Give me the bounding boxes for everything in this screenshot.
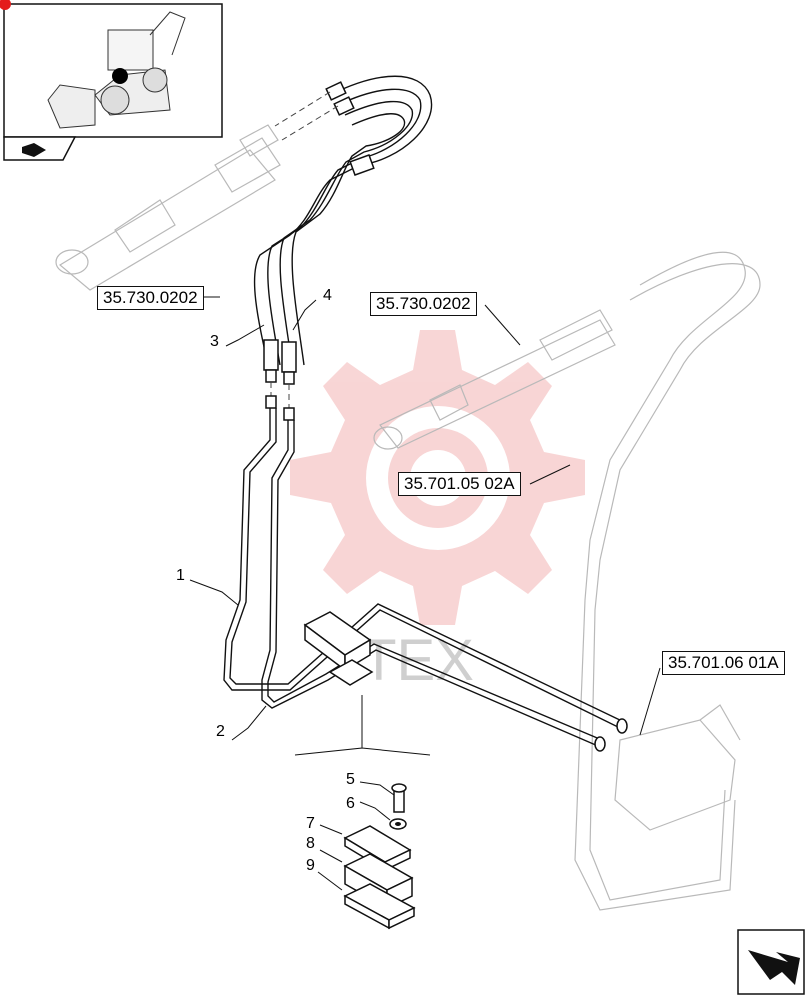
hose-assembly bbox=[253, 75, 433, 408]
arrow-next-icon[interactable] bbox=[737, 929, 805, 995]
ref-cylinder-right-box[interactable]: 35.730.0202 bbox=[370, 292, 477, 316]
washer-hole bbox=[395, 822, 401, 826]
ref-cylinder-left-box[interactable]: 35.730.0202 bbox=[97, 286, 204, 310]
callout-2: 2 bbox=[216, 723, 225, 740]
callout-7: 7 bbox=[306, 815, 315, 832]
exploded-view-bracket bbox=[294, 695, 431, 756]
callout-3: 3 bbox=[210, 333, 219, 350]
callout-5: 5 bbox=[346, 771, 355, 788]
bolt-part bbox=[391, 783, 407, 813]
ref-pipes-box[interactable]: 35.701.05 02A bbox=[398, 472, 521, 496]
callout-8: 8 bbox=[306, 835, 315, 852]
callout-4: 4 bbox=[323, 287, 332, 304]
clamp-half-bottom bbox=[343, 883, 416, 930]
left-cylinder-ghost bbox=[55, 124, 281, 291]
ref-valve-box[interactable]: 35.701.06 01A bbox=[662, 651, 785, 675]
logo-corner-icon bbox=[0, 0, 11, 10]
callout-1: 1 bbox=[176, 567, 185, 584]
pipe-clamp bbox=[303, 611, 374, 686]
backhoe-loader-icon bbox=[47, 11, 186, 129]
arrow-back-icon[interactable] bbox=[3, 136, 77, 161]
right-cylinder-ghost bbox=[373, 251, 761, 911]
callout-9: 9 bbox=[306, 857, 315, 874]
callout-6: 6 bbox=[346, 795, 355, 812]
